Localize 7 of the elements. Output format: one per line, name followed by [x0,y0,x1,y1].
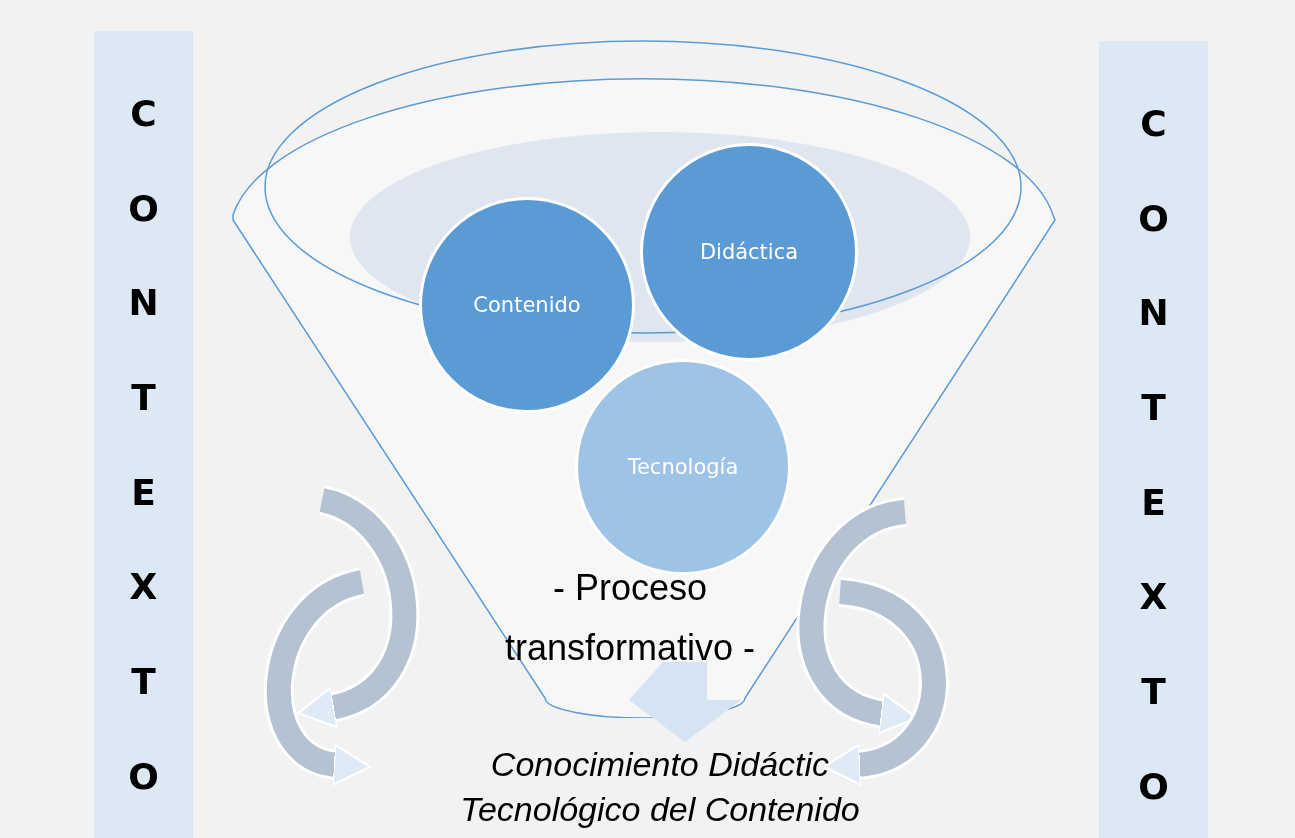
circle-label: Didáctica [699,240,799,264]
vertical-label: CONTEXTO [1137,102,1170,809]
result-text: Conocimiento Didáctic Tecnológico del Contenido [425,742,895,838]
circle-label: Contenido [473,293,581,317]
circle-label: Tecnología [627,455,739,479]
vertical-label: CONTEXTO [127,92,160,799]
block-arrow [629,662,741,742]
